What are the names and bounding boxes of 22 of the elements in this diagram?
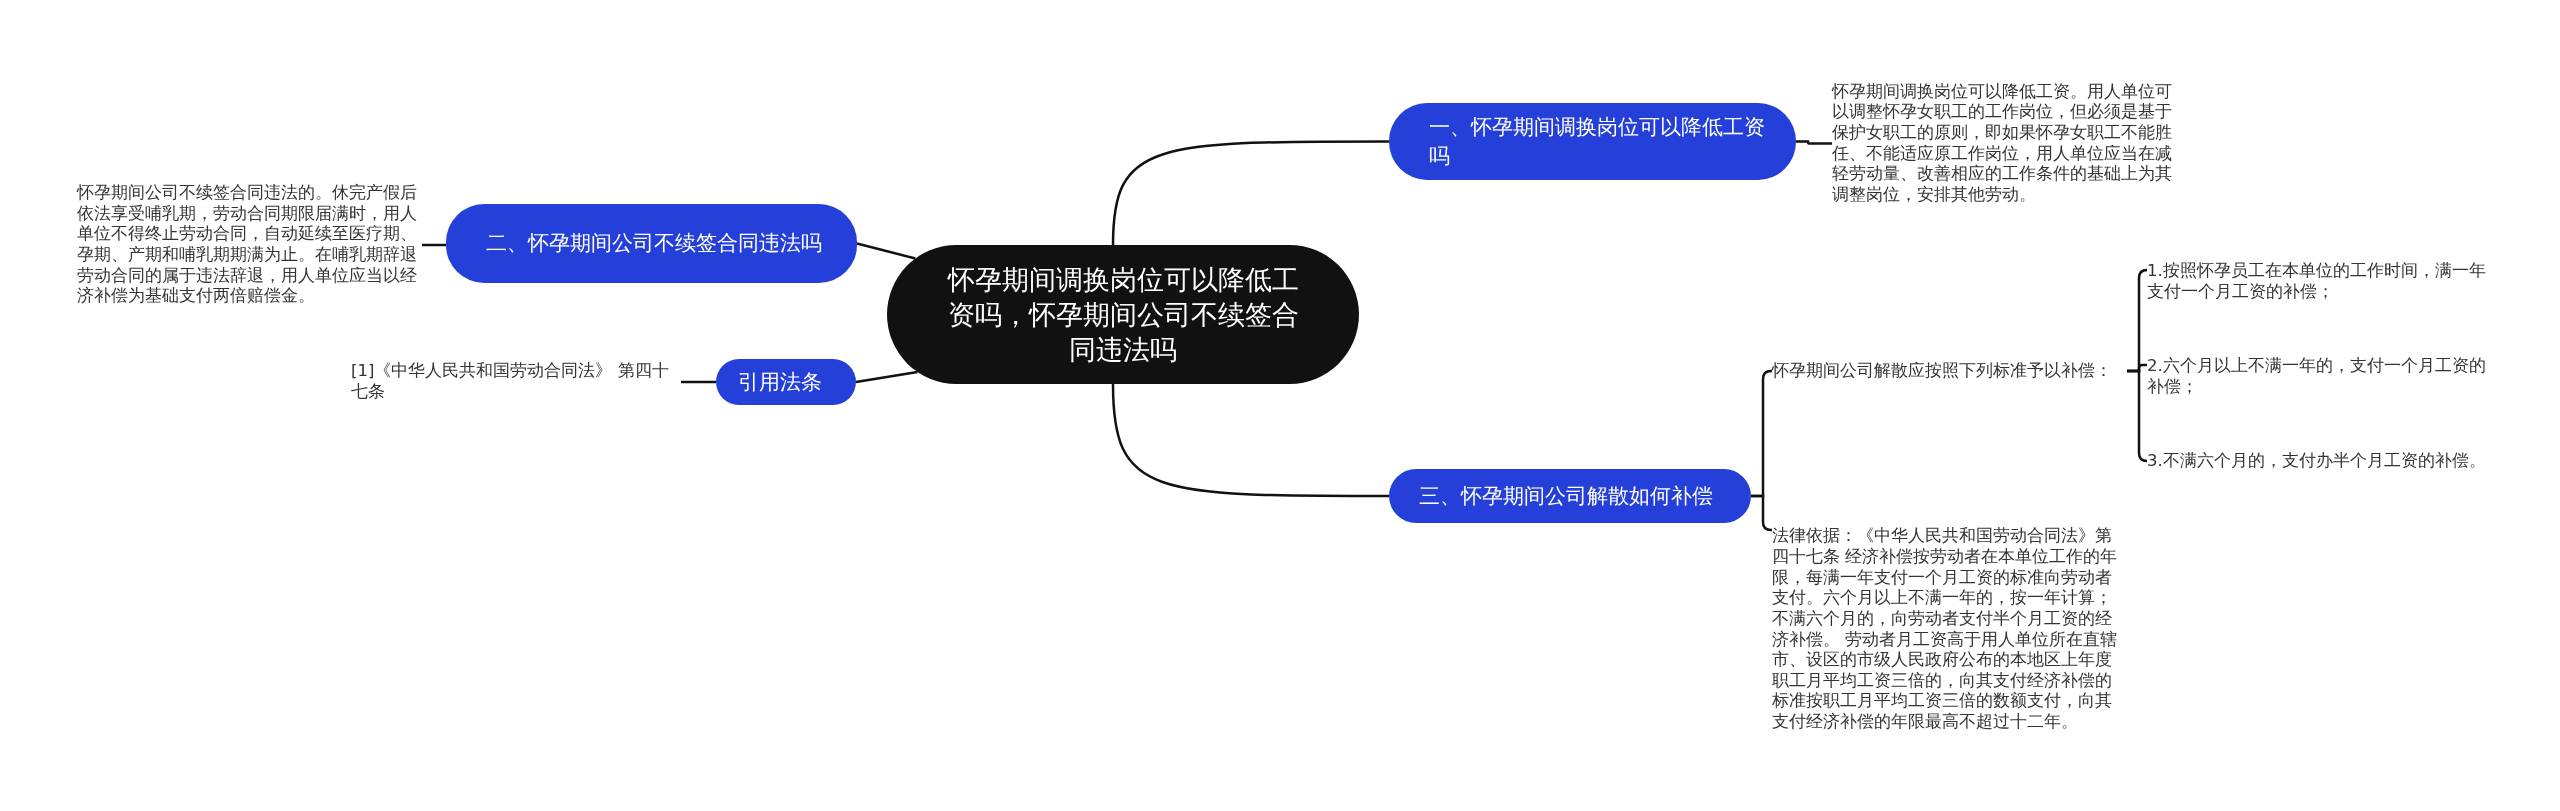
connector-line [681, 380, 716, 384]
connector-line [422, 243, 446, 247]
topic-pill: 二、怀孕期间公司不续签合同违法吗 [446, 204, 857, 283]
topic-pill: 引用法条 [716, 359, 856, 405]
note-text: 怀孕期间调换岗位可以降低工资。用人单位可以调整怀孕女职工的工作岗位，但必须是基于保护女职工的原则，即如果怀孕女职工不能胜任、不能适应原工作岗位，用人单位应当在减轻劳动量、改善相应的工作条件的基础上为其调整岗位，安排其他劳动。 [1832, 78, 2177, 209]
note-text: 1.按照怀孕员工在本单位的工作时间，满一年支付一个月工资的补偿； [2147, 256, 2497, 308]
connector-line [855, 370, 918, 384]
note-text: 怀孕期间公司解散应按照下列标准予以补偿： [1772, 358, 2127, 384]
note-text: 怀孕期间公司不续签合同违法的。休完产假后依法享受哺乳期，劳动合同期限届满时，用人单位不得终止劳动合同，自动延续至医疗期、孕期、产期和哺乳期期满为止。在哺乳期辞退劳动合同的属于违法辞退，用人单位应当以经济补偿为基础支付两倍赔偿金。 [77, 180, 422, 310]
connector-line [1111, 140, 1389, 246]
connector-line [1111, 383, 1389, 498]
connector-line [856, 242, 916, 260]
connector-line [2127, 369, 2149, 463]
topic-pill: 三、怀孕期间公司解散如何补偿 [1389, 469, 1751, 523]
central-topic-pill: 怀孕期间调换岗位可以降低工资吗，怀孕期间公司不续签合同违法吗 [887, 245, 1359, 384]
connector-line [1796, 140, 1832, 145]
connector-line [1751, 494, 1773, 532]
note-text: 2.六个月以上不满一年的，支付一个月工资的补偿； [2147, 351, 2497, 403]
note-text: 3.不满六个月的，支付办半个月工资的补偿。 [2147, 448, 2497, 474]
topic-pill: 一、怀孕期间调换岗位可以降低工资吗 [1389, 103, 1796, 180]
note-text: 法律依据：《中华人民共和国劳动合同法》第四十七条 经济补偿按劳动者在本单位工作的年限，每满一年支付一个月工资的标准向劳动者支付。六个月以上不满一年的，按一年计算；不满六个月的，向劳动者支付半个月工资的经济补偿。 劳动者月工资高于用人单位所在直辖市、设区的市级人民政府公布的本地区上年度职工月平均工资三倍的，向其支付经济补偿的标准按职工月平均工资三倍的数额支付，向其支付经济补偿的年限最高不超过十二年。 [1772, 522, 2120, 737]
note-text: [1]《中华人民共和国劳动合同法》 第四十七条 [351, 359, 681, 405]
